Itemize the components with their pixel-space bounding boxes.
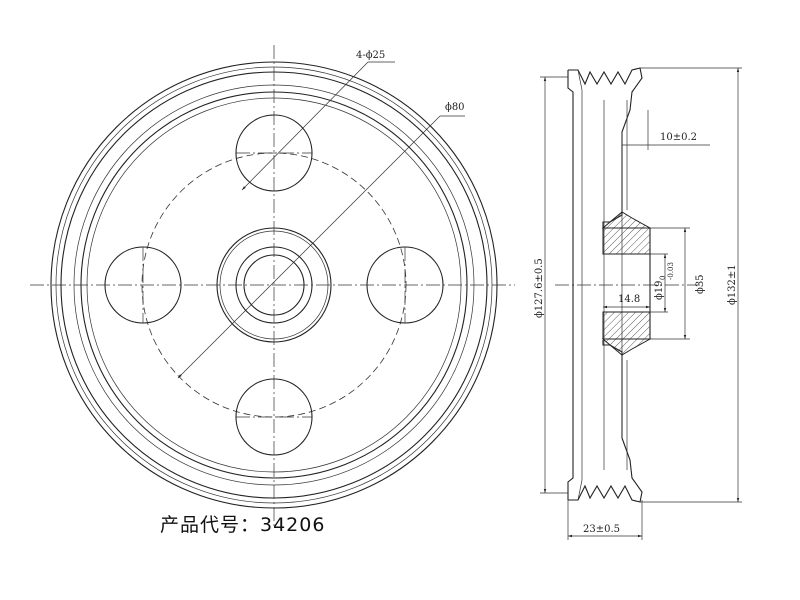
bolt-holes-label: 4-ϕ25 — [356, 50, 385, 61]
bore-diameter-dim: ϕ19 — [654, 280, 665, 300]
groove-diameter-dim: ϕ127.6±0.5 — [534, 258, 545, 318]
product-code-label: 产品代号：34206 — [160, 514, 326, 536]
pcd-label: ϕ80 — [445, 102, 465, 113]
hub-length-dim: 14.8 — [618, 294, 640, 305]
bore-tol-upper: 0 — [659, 276, 667, 280]
hub-diameter-dim: ϕ35 — [695, 274, 706, 294]
side-view: 10±0.2 ϕ127.6±0.5 ϕ19 0 -0.03 ϕ35 ϕ132±1… — [534, 67, 742, 540]
flange-width-dim: 10±0.2 — [660, 132, 697, 143]
hub-section-bottom — [602, 311, 651, 340]
outer-diameter-dim: ϕ132±1 — [727, 264, 738, 305]
overall-width-dim: 23±0.5 — [583, 524, 620, 535]
front-view: 4-ϕ25 ϕ80 — [30, 45, 515, 528]
hub-section-top — [602, 227, 651, 255]
bore-tol-lower: -0.03 — [667, 262, 675, 280]
